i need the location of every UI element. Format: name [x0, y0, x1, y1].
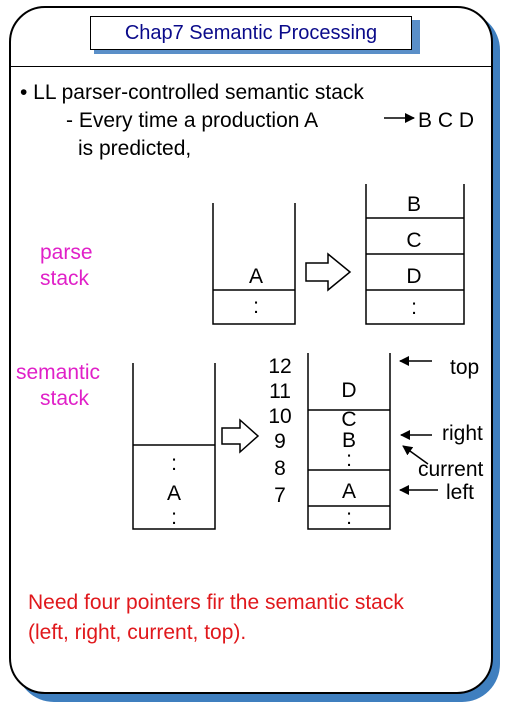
top-pointer-label: top	[450, 356, 479, 379]
title-divider	[11, 66, 491, 67]
semantic-before-cell-3: :	[171, 506, 177, 529]
index-8: 8	[274, 457, 286, 480]
semantic-before-cell-2: A	[167, 482, 181, 505]
index-11: 11	[269, 380, 291, 403]
parse-before-cell-1: A	[249, 265, 263, 288]
parse-stack-label-2: stack	[40, 267, 90, 290]
semantic-before-cell-1: :	[171, 452, 177, 475]
index-10: 10	[268, 405, 291, 428]
production-text: - Every time a production A	[66, 109, 319, 132]
slide-title: Chap7 Semantic Processing	[90, 16, 412, 50]
semantic-after-cell-A: A	[342, 480, 356, 503]
footer-line-1: Need four pointers fir the semantic stac…	[28, 591, 404, 614]
current-pointer-label: current	[418, 458, 484, 481]
index-12: 12	[268, 355, 291, 378]
production-rhs: B C D	[418, 109, 475, 132]
semantic-transition-arrow	[221, 418, 260, 454]
semantic-after-cell-dots: :	[346, 448, 352, 471]
parse-after-cell-3: D	[406, 265, 421, 288]
left-pointer-label: left	[446, 481, 474, 504]
bullet-text: • LL parser-controlled semantic stack	[20, 81, 364, 104]
index-9: 9	[274, 430, 286, 453]
footer-line-2: (left, right, current, top).	[28, 621, 247, 644]
semantic-after-cell-B: B	[342, 429, 356, 452]
index-7: 7	[274, 484, 286, 507]
semantic-stack-before: : A :	[132, 363, 216, 530]
semantic-indices: 12 11 10 9 8 7	[268, 355, 291, 507]
parse-stack-label-1: parse	[40, 241, 93, 264]
parse-after-cell-4: :	[411, 296, 417, 319]
parse-stack-after: B C D :	[365, 184, 465, 325]
predicted-text: is predicted,	[78, 137, 192, 160]
semantic-after-cell-D: D	[341, 379, 356, 402]
semantic-after-cell-bottom: :	[346, 506, 352, 529]
parse-stack-before: A :	[212, 203, 296, 325]
parse-after-cell-1: B	[407, 193, 421, 216]
parse-transition-arrow	[305, 252, 352, 292]
current-pointer-arrow	[402, 445, 429, 465]
parse-after-cell-2: C	[406, 229, 421, 252]
right-pointer-label: right	[442, 422, 483, 445]
parse-before-cell-2: :	[253, 295, 259, 318]
semantic-stack-after: D C B : A :	[307, 353, 391, 530]
semantic-after-cell-C: C	[341, 408, 356, 431]
semantic-stack-label-1: semantic	[16, 361, 101, 384]
semantic-stack-label-2: stack	[40, 387, 90, 410]
